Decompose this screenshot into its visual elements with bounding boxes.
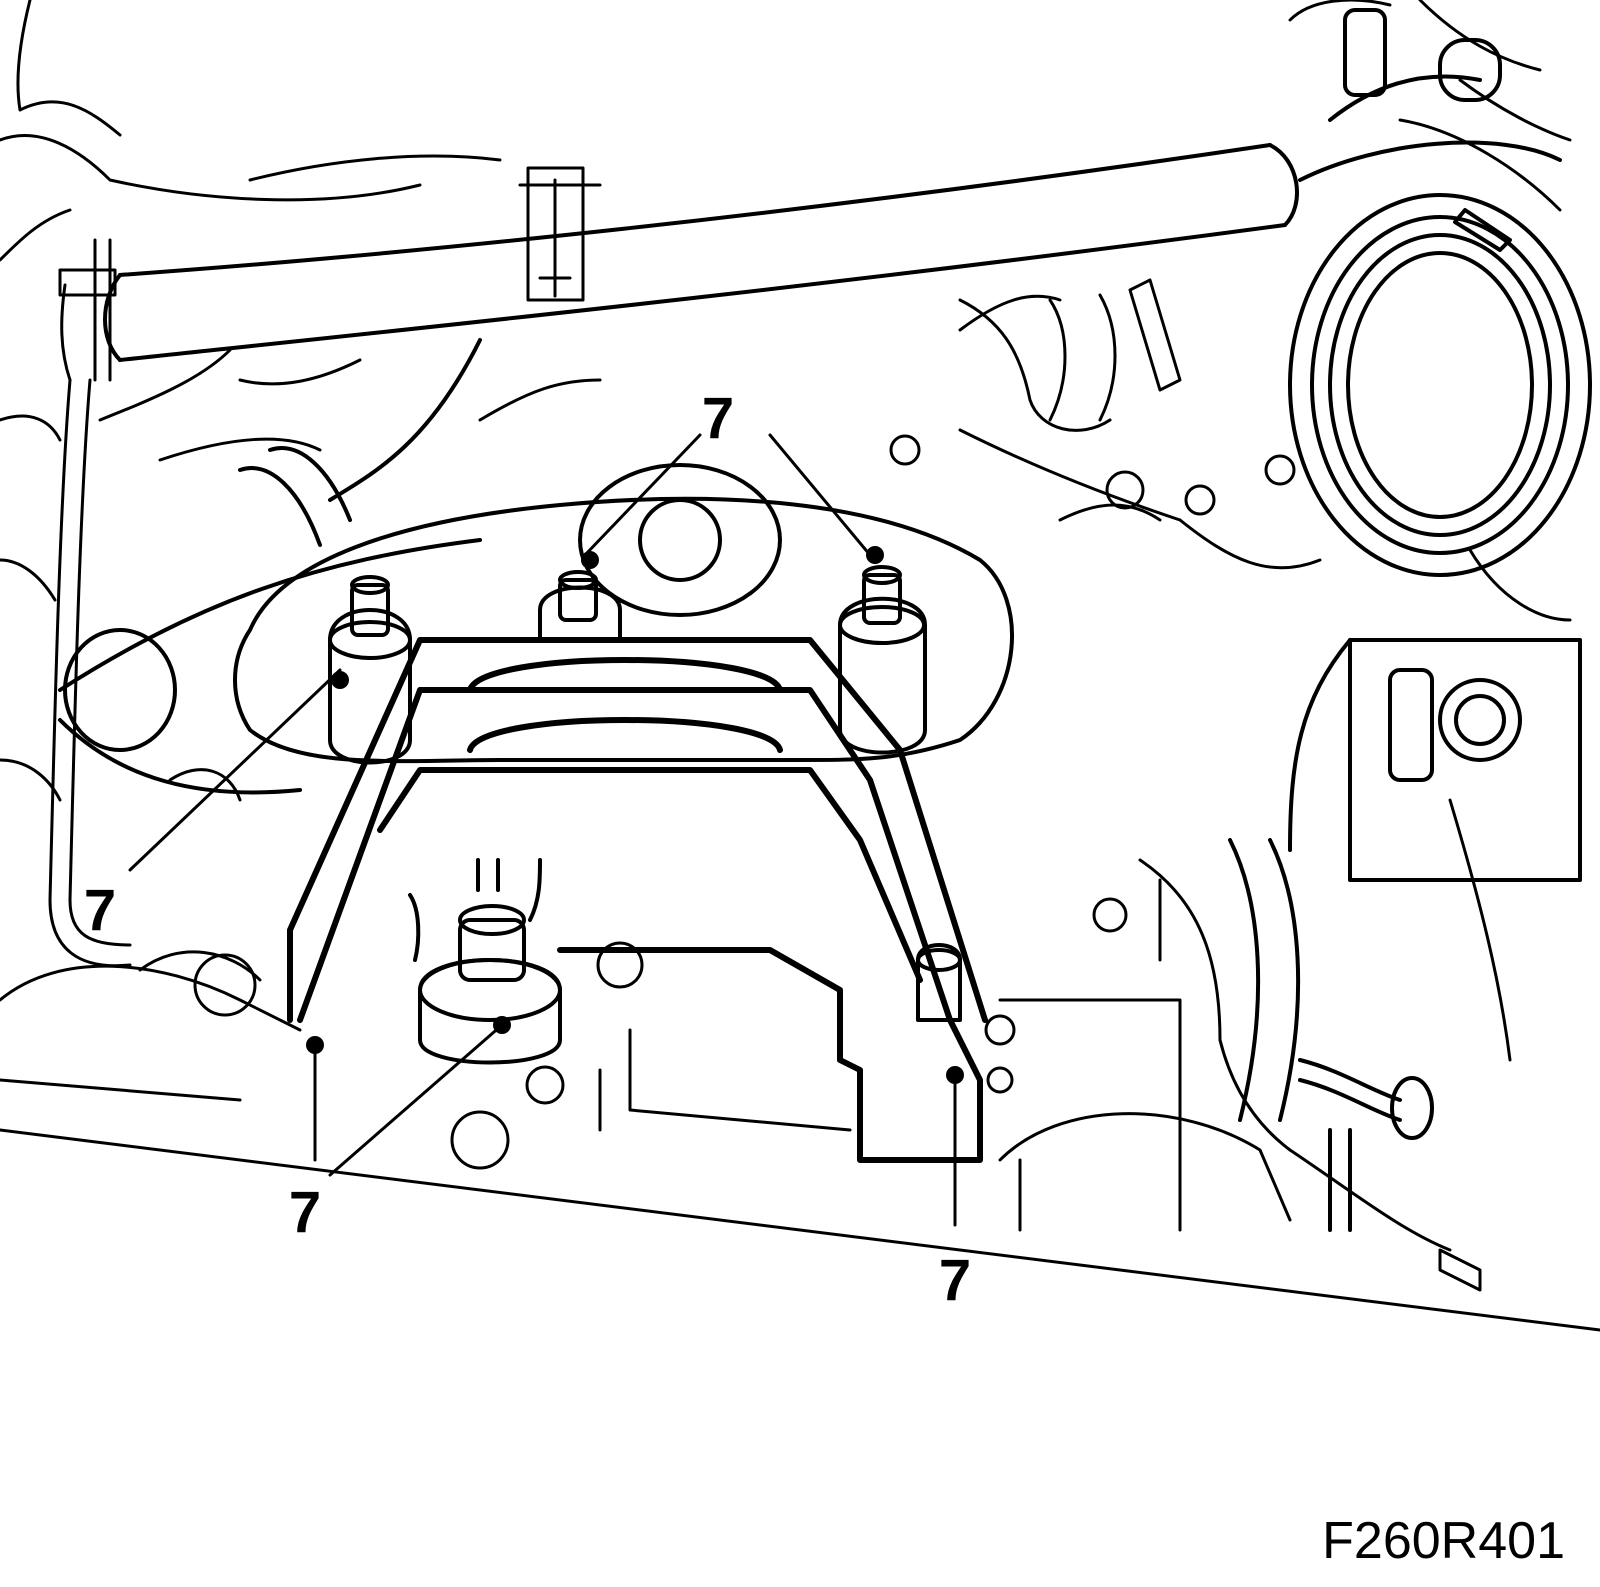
callout-label-bottom-right: 7 — [939, 1248, 971, 1313]
center-bolt — [408, 858, 562, 1065]
bolt-upper-left — [328, 575, 412, 765]
callout-dot — [306, 1036, 324, 1054]
right-side-component — [1228, 638, 1582, 1232]
callout-dot — [946, 1066, 964, 1084]
upper-coolant-hose — [103, 143, 1299, 362]
right-side-bolt — [916, 943, 962, 1022]
callout-label-bottom-left: 7 — [289, 1180, 321, 1245]
callout-leaders — [128, 433, 957, 1227]
mount-bracket-plate — [233, 463, 1015, 764]
engine-bay-background — [0, 0, 1572, 1252]
bolt-upper-right — [838, 565, 927, 755]
lower-mount-foot — [557, 947, 983, 1163]
callout-dot — [581, 551, 599, 569]
bolt-upper-middle — [538, 570, 622, 642]
upper-mount-bolts — [328, 565, 927, 765]
hose-clamp-right — [958, 278, 1182, 432]
left-vertical-pipe — [48, 238, 132, 968]
callout-dot — [493, 1016, 511, 1034]
callout-label-top: 7 — [702, 386, 734, 451]
figure-code: F260R401 — [1322, 1512, 1565, 1570]
engine-mount-body — [287, 637, 988, 1023]
callout-dot — [331, 671, 349, 689]
left-hose — [58, 338, 482, 795]
callout-label-left: 7 — [84, 878, 116, 943]
throttle-body — [1288, 8, 1592, 577]
callout-dot — [866, 546, 884, 564]
hose-clip — [518, 166, 602, 302]
callout-dots — [306, 546, 964, 1084]
transmission-housing — [0, 434, 1600, 1332]
